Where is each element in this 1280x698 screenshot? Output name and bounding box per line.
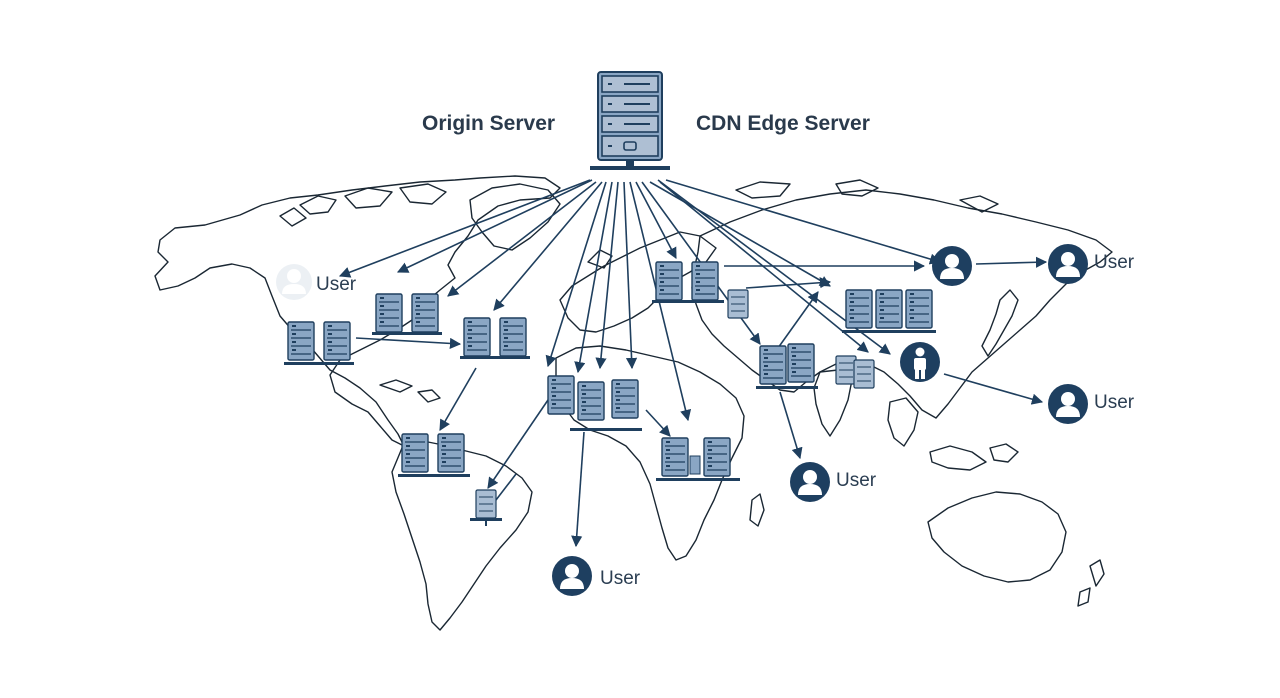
origin-link xyxy=(665,179,942,265)
edge-links xyxy=(355,256,1048,548)
user-icon-japan xyxy=(1048,384,1088,424)
edge-server-cluster-asia xyxy=(842,289,936,333)
origin-link xyxy=(396,179,593,273)
origin-link xyxy=(623,181,638,370)
user-label-far-east: User xyxy=(1094,252,1135,273)
edge-server-cluster-central-america xyxy=(398,433,470,477)
edge-link xyxy=(975,256,1048,268)
origin-server-label: Origin Server xyxy=(422,112,556,135)
greenland-outline xyxy=(469,183,561,251)
origin-link xyxy=(447,181,597,297)
user-faded-north-america xyxy=(276,264,312,300)
edge-link xyxy=(779,391,803,460)
origin-link xyxy=(595,181,619,370)
australia-outline xyxy=(927,491,1067,583)
edge-link xyxy=(645,409,671,437)
origin-fanout-lines xyxy=(338,179,942,422)
origin-link xyxy=(493,181,603,311)
user-icon-standing-asia xyxy=(900,342,940,382)
japan-outline xyxy=(981,289,1019,357)
edge-server-cluster-north-america-west xyxy=(284,321,354,365)
edge-link xyxy=(943,373,1044,405)
edge-server-cluster-middle-east xyxy=(756,343,875,389)
edge-link xyxy=(487,399,549,489)
asia-outline xyxy=(691,189,1113,419)
arctic-russia-islands-outline xyxy=(735,179,999,213)
user-icon-east-asia xyxy=(932,246,972,286)
user-icon-far-east xyxy=(1048,244,1088,284)
user-label-south-atlantic: User xyxy=(600,568,641,589)
origin-link xyxy=(574,181,613,374)
edge-link xyxy=(495,473,517,501)
edge-server-cluster-europe xyxy=(652,261,749,319)
edge-server-cluster-central-africa xyxy=(656,437,740,481)
origin-link xyxy=(635,181,677,259)
user-icon-east-africa xyxy=(790,462,830,502)
southeast-asia-outline xyxy=(887,397,1019,471)
madagascar-outline xyxy=(749,493,765,527)
caribbean-outline xyxy=(379,379,441,403)
edge-link xyxy=(777,291,819,349)
new-zealand-outline xyxy=(1077,559,1105,607)
user-label-north-america: User xyxy=(316,274,357,295)
cdn-edge-server-label: CDN Edge Server xyxy=(696,112,870,135)
edge-server-cluster-north-america-east xyxy=(460,317,530,359)
origin-link xyxy=(659,181,869,353)
edge-server-cluster-north-america-north xyxy=(372,293,442,335)
arctic-islands-outline xyxy=(279,183,447,227)
edge-link xyxy=(745,277,832,289)
north-america-outline xyxy=(154,175,561,447)
edge-server-south-america-small xyxy=(470,489,502,526)
origin-link xyxy=(545,181,607,368)
south-america-outline xyxy=(391,439,533,631)
edge-server-cluster-west-africa xyxy=(547,375,642,431)
origin-server-icon xyxy=(590,71,670,170)
edge-link xyxy=(439,367,477,431)
user-label-japan: User xyxy=(1094,392,1135,413)
edge-link xyxy=(355,337,462,350)
origin-link xyxy=(338,179,591,278)
user-label-east-africa: User xyxy=(836,470,877,491)
edge-link xyxy=(571,431,585,548)
user-icon-south-atlantic xyxy=(552,556,592,596)
